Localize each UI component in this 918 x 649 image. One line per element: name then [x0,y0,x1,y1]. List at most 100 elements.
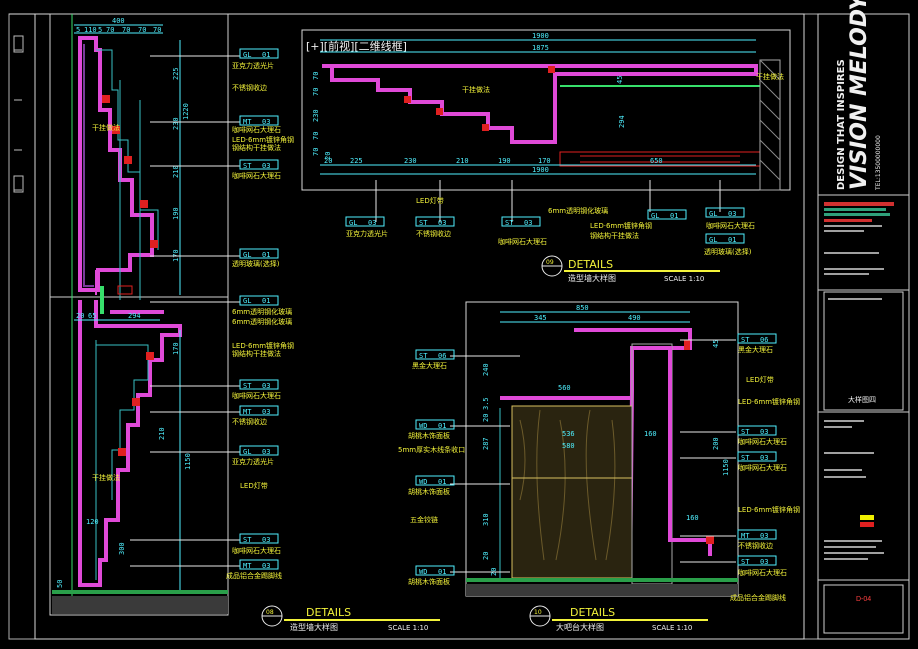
tag-code: GL [243,251,251,259]
dim-inner: 160 [644,430,657,438]
viewport-frame[interactable] [301,29,791,191]
note: 五金铰链 [410,515,438,524]
note: 咖啡网石大理石 [738,568,787,577]
note: 钢结构干挂做法 [590,231,639,240]
dim-part: 70 [106,26,114,34]
note: 黑金大理石 [738,345,773,354]
tag-num: 03 [262,562,270,570]
dim-v: 50 [56,580,64,588]
dim-part: 20 [76,312,84,320]
tag-code: GL [709,210,717,218]
tag-num: 03 [728,210,736,218]
tag-code: WD [419,568,427,576]
dim-part: 190 [498,157,511,165]
tag-num: 03 [760,428,768,436]
title-scale: SCALE 1:10 [664,275,704,283]
note: 6mm透明钢化玻璃 [232,317,292,326]
dim-v: 240 [482,363,490,376]
right-bottom-section [465,301,739,597]
tag-code: WD [419,478,427,486]
title-sub: 大吧台大样图 [556,622,604,632]
title-sub: 造型墙大样图 [290,622,338,632]
note: 咖啡网石大理石 [232,125,281,134]
dim-v: 210 [158,427,166,440]
tag-code: GL [651,212,659,220]
note: 干挂做法 [756,72,784,81]
tag-code: MT [741,532,750,540]
tag-num: 03 [760,454,768,462]
dim-part: 20 [324,157,332,165]
dim-part: 70 [153,26,161,34]
note: 咖啡网石大理石 [738,437,787,446]
dim-v: 230 [312,109,320,122]
note: 咖啡网石大理石 [706,221,755,230]
tag-num: 03 [262,536,270,544]
note: 咖啡网石大理石 [232,391,281,400]
left-bottom-dimensions: 20 65 294 170 210 1150 120 300 50 [56,312,192,590]
tag-code: ST [741,336,750,344]
panel-separators [49,13,229,616]
title-scale: SCALE 1:10 [652,624,692,632]
tag-code: ST [243,382,252,390]
tag-num: 03 [368,219,376,227]
dim-v: 45 [712,340,720,348]
tag-code: ST [243,162,252,170]
dim-v: 190 [172,207,180,220]
sheet-label: 大样图四 [848,395,876,404]
dim-total: 850 [576,304,589,312]
tag-num: 01 [728,236,736,244]
brand-contact: TEL:13500000000 [875,135,882,191]
brand-name: VISION MELODY [847,0,872,190]
title-label: DETAILS [568,258,613,271]
note: 5mm厚实木线条收口 [398,445,465,454]
tag-num: 03 [524,219,532,227]
dim-v: 210 [172,165,180,178]
right-top-section: [+][前视][二维线框] [301,29,791,191]
note: 胡桃木饰面板 [408,431,450,440]
tag-num: 03 [262,448,270,456]
tag-num: 06 [438,352,446,360]
dim-v: 70 [312,88,320,96]
note: 干挂做法 [92,123,120,132]
viewport-label[interactable]: [+][前视][二维线框] [306,39,407,53]
note: 6mm透明钢化玻璃 [232,307,292,316]
right-top-dimensions: 1900 1875 20 225 230 210 190 170 650 190… [312,32,756,175]
dim-v: 1150 [722,459,730,476]
title-sub: 造型墙大样图 [568,273,616,283]
dim-v: 20 [482,414,490,422]
dim-v: 225 [172,67,180,80]
dim-v: 45 [616,76,624,84]
dim-part: 210 [456,157,469,165]
note: 成品铝合金踢脚线 [226,571,282,580]
note: LED·6mm镀锌角钢 [590,221,652,230]
note: 钢结构干挂做法 [232,143,281,152]
dim-top-total: 400 [112,17,125,25]
dim-inner: 1875 [532,44,549,52]
tag-code: ST [243,536,252,544]
tag-code: GL [349,219,357,227]
note: LED·6mm镀锌角钢 [738,397,800,406]
dim-inner: 580 [562,442,575,450]
tag-num: 01 [670,212,678,220]
title-label: DETAILS [570,606,615,619]
dim-part: 70 [138,26,146,34]
title-num: 08 [266,609,274,616]
title-num: 09 [546,259,554,266]
tag-code: ST [505,219,514,227]
note: 透明玻璃(选择) [232,259,280,268]
dim-v: 1150 [184,453,192,470]
tag-code: GL [709,236,717,244]
dim-part: 65 [88,312,96,320]
tag-num: 01 [438,568,446,576]
note: LED·6mm镀锌角钢 [232,135,294,144]
dim-total: 1900 [532,32,549,40]
dim-v: 200 [712,437,720,450]
dim-part: 170 [538,157,551,165]
tag-num: 01 [438,478,446,486]
dim-v: 230 [172,117,180,130]
left-top-callouts: GL 01 亚克力透光片 不锈钢收边 MT 03 咖啡网石大理石 LED·6mm… [92,48,294,268]
left-margin-ticks [13,35,24,193]
tag-code: ST [419,219,428,227]
tag-code: ST [741,454,750,462]
